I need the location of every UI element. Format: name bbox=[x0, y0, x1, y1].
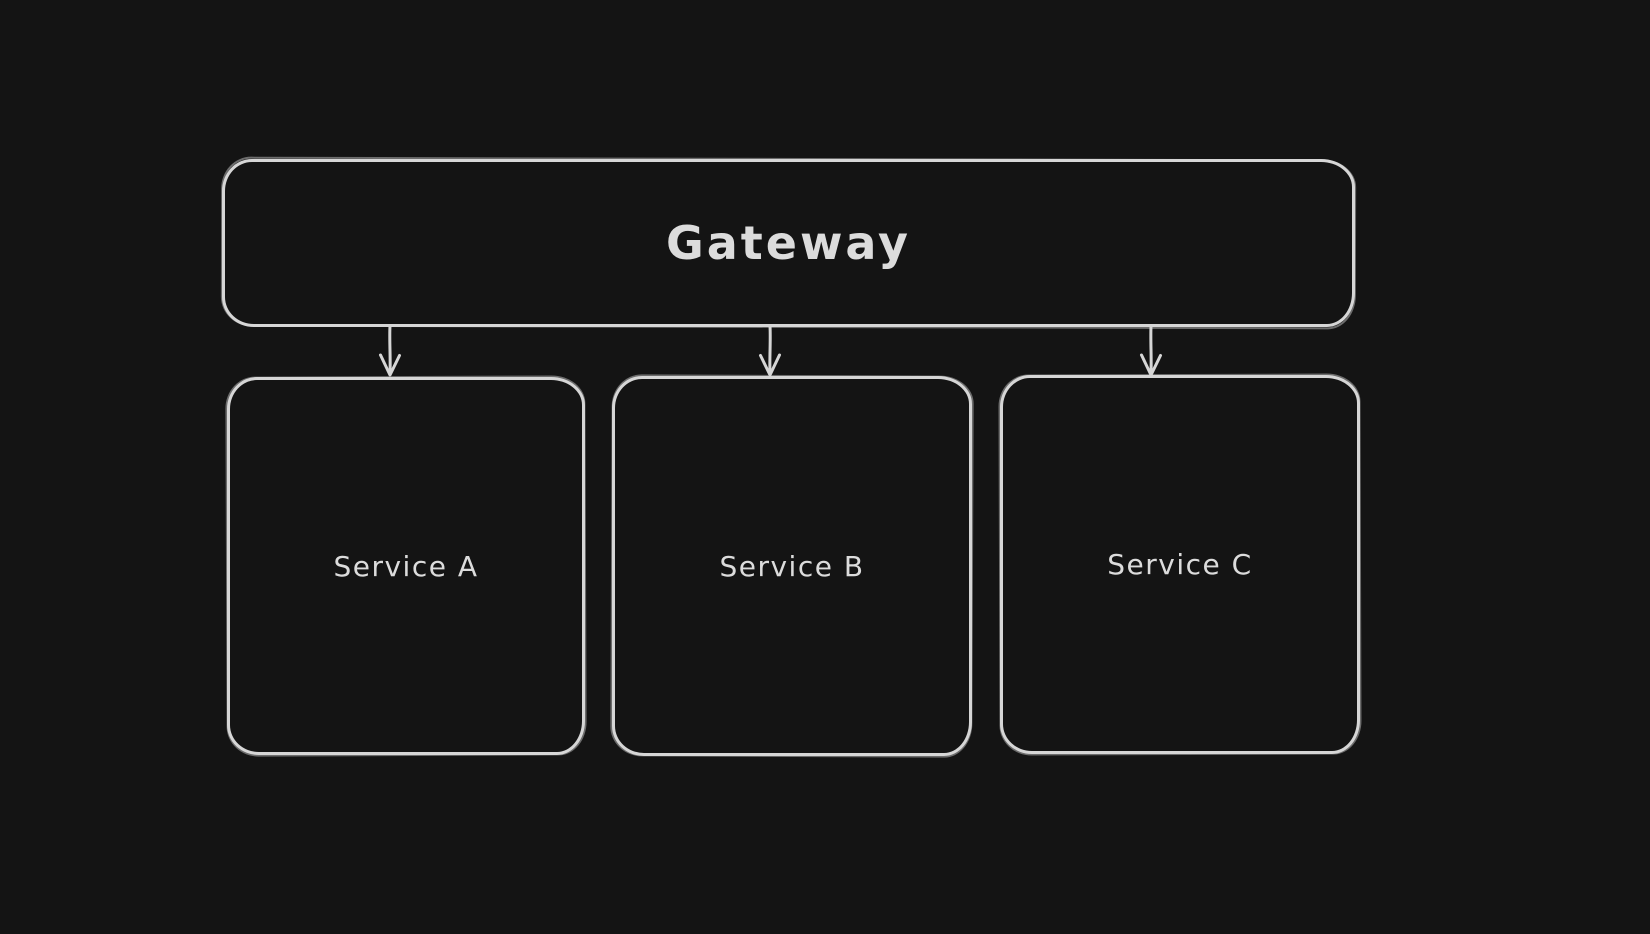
arrow-head bbox=[379, 353, 401, 377]
gateway-node[interactable]: Gateway bbox=[222, 159, 1355, 327]
service-c-node-label: Service C bbox=[1107, 548, 1253, 581]
arrow-head bbox=[759, 353, 781, 377]
service-b-node[interactable]: Service B bbox=[612, 376, 972, 756]
service-a-node[interactable]: Service A bbox=[227, 377, 585, 755]
arrow-gateway-to-service-a-icon[interactable] bbox=[370, 324, 410, 379]
arrow-gateway-to-service-b-icon[interactable] bbox=[750, 324, 790, 379]
service-b-node-label: Service B bbox=[719, 549, 865, 583]
arrow-gateway-to-service-c-icon[interactable] bbox=[1131, 324, 1171, 379]
gateway-node-label: Gateway bbox=[665, 216, 912, 270]
service-a-node-label: Service A bbox=[333, 549, 479, 583]
service-c-node[interactable]: Service C bbox=[1000, 375, 1360, 754]
